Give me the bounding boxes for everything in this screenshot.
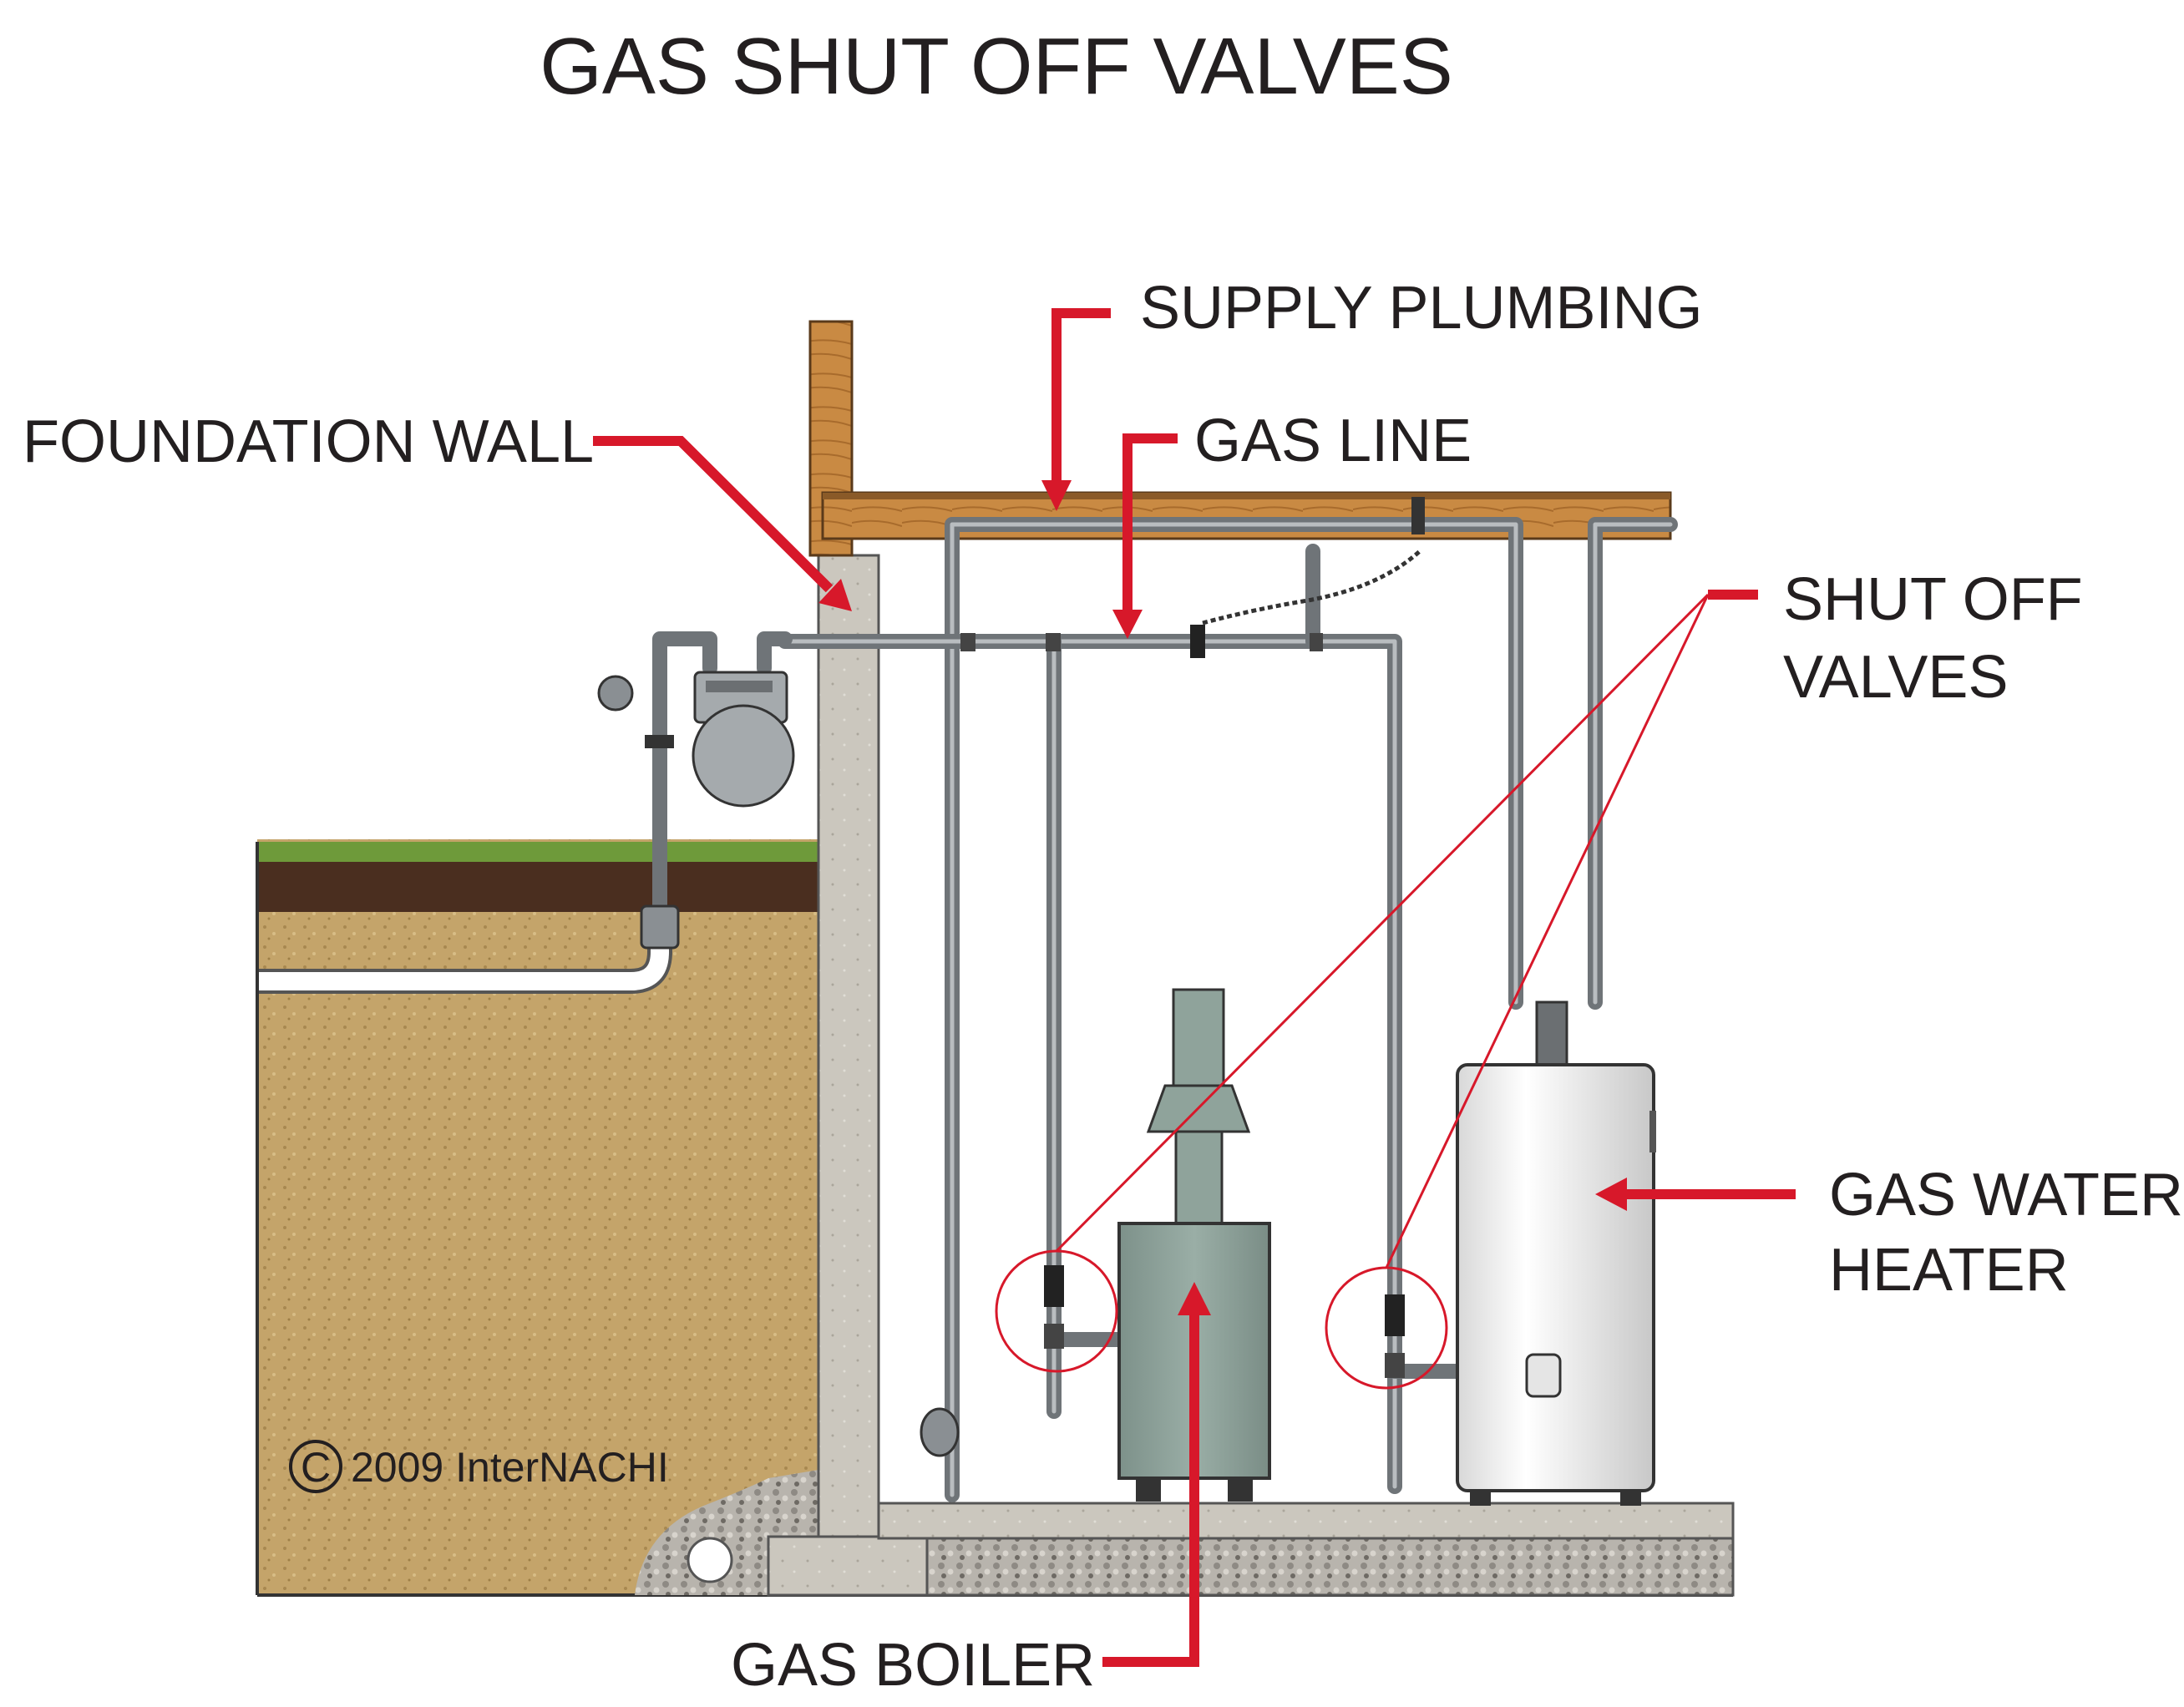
gas-water-heater [1456, 1000, 1656, 1506]
foundation-wall [817, 554, 880, 1555]
copyright-text: 2009 InterNACHI [351, 1444, 669, 1491]
ground [256, 839, 1733, 1597]
foundation [767, 554, 1735, 1597]
grass-strip [257, 842, 818, 862]
gas-regulator [597, 675, 634, 712]
boiler-shut-off-valve [1044, 1265, 1064, 1307]
label-shut-off-valves-1: SHUT OFF [1783, 566, 2083, 633]
footing [767, 1535, 929, 1597]
gas-meter-assembly [597, 631, 795, 950]
label-gas-water-heater-1: GAS WATER [1829, 1162, 2183, 1228]
copyright-symbol: C [301, 1444, 331, 1491]
text-labels: SUPPLY PLUMBING FOUNDATION WALL GAS LINE… [23, 275, 2183, 1699]
label-arrows [593, 308, 1796, 1667]
supply-plumbing-pipes [945, 497, 1678, 1502]
label-gas-line: GAS LINE [1194, 408, 1472, 474]
gas-line-pipes [778, 544, 1544, 1494]
water-heater-flue [1535, 1000, 1568, 1066]
supply-valve [920, 1407, 960, 1457]
topsoil-layer [257, 860, 818, 912]
valve-callouts [995, 593, 1710, 1390]
diagram-title: GAS SHUT OFF VALVES [540, 22, 1453, 111]
gas-meter-body [692, 704, 795, 808]
label-gas-boiler: GAS BOILER [731, 1632, 1095, 1699]
drain-tile [687, 1537, 733, 1583]
boiler-flue-pipe [1174, 1130, 1224, 1225]
label-supply-plumbing: SUPPLY PLUMBING [1140, 275, 1703, 342]
label-foundation-wall: FOUNDATION WALL [23, 408, 594, 475]
soil-block [257, 839, 818, 1595]
water-heater-tank [1456, 1063, 1655, 1492]
label-shut-off-valves-2: VALVES [1783, 644, 2008, 711]
water-heater-shut-off-valve [1385, 1294, 1405, 1336]
copyright-circle [289, 1440, 342, 1493]
floor-slab [877, 1502, 1735, 1540]
water-heater-gas-control [1525, 1353, 1562, 1398]
slab-gravel [925, 1537, 1735, 1597]
label-gas-water-heater-2: HEATER [1829, 1237, 2069, 1304]
gas-line-union [1190, 625, 1205, 658]
boiler-flue-top [1172, 988, 1225, 1092]
copyright: C 2009 InterNACHI [289, 1440, 669, 1493]
